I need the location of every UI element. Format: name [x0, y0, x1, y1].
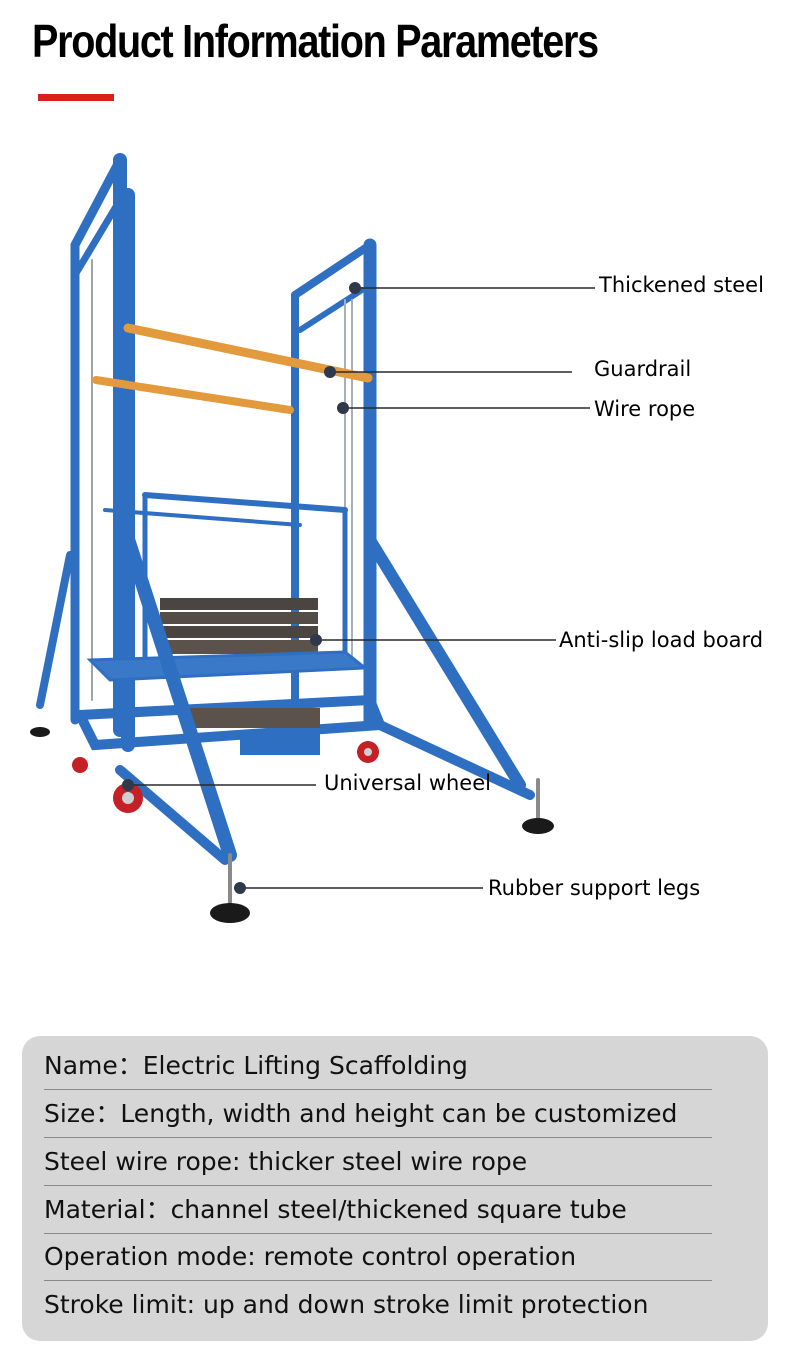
callout-rubber-support-legs: Rubber support legs: [488, 876, 701, 900]
callout-wire-rope: Wire rope: [594, 397, 696, 421]
spec-row-material: Material：channel steel/thickened square …: [44, 1186, 712, 1234]
spec-row-size: Size：Length, width and height can be cus…: [44, 1090, 712, 1138]
callout-universal-wheel: Universal wheel: [324, 771, 491, 795]
spec-row-steel-wire-rope: Steel wire rope: thicker steel wire rope: [44, 1138, 712, 1186]
page-title: Product Information Parameters: [32, 15, 599, 67]
spec-row-name: Name：Electric Lifting Scaffolding: [44, 1042, 712, 1090]
spec-row-stroke-limit: Stroke limit: up and down stroke limit p…: [44, 1290, 649, 1319]
specification-panel: Name：Electric Lifting Scaffolding Size：L…: [22, 1036, 768, 1341]
spec-row-operation-mode: Operation mode: remote control operation: [44, 1233, 712, 1281]
title-accent-bar: [38, 94, 114, 101]
scaffolding-product-image: [30, 153, 595, 923]
callout-anti-slip-load-board: Anti-slip load board: [559, 628, 764, 652]
callout-thickened-steel: Thickened steel: [599, 273, 764, 297]
callout-guardrail: Guardrail: [594, 357, 692, 381]
